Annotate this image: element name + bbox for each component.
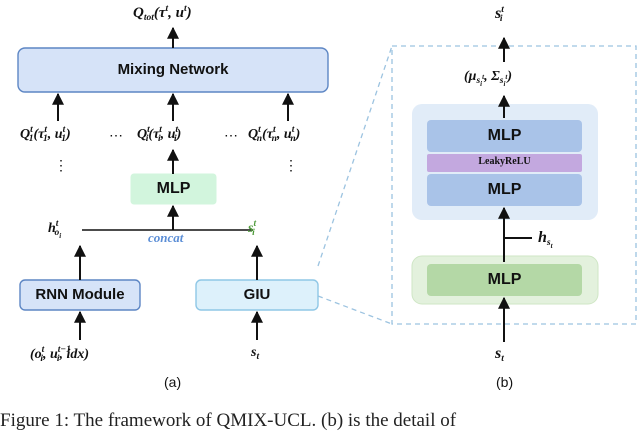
mlp-middle-label: MLP <box>487 181 522 198</box>
concat-label: concat <box>148 230 184 245</box>
mu-sigma-label: (μsit, Σsit) <box>464 69 513 88</box>
q1-label: Qt1(τt1, ut1) <box>20 125 71 144</box>
h-oi-label: htoi <box>48 219 62 240</box>
mlp-middle-box <box>427 174 582 206</box>
mlp-label-a: MLP <box>156 180 191 197</box>
detail-dashed-frame <box>391 45 637 325</box>
q-tot-label: Qtot(τt, ut) <box>133 4 192 23</box>
mlp-upper-label: MLP <box>487 127 522 144</box>
vdots-right: ⋮ <box>284 159 298 174</box>
figure-caption: Figure 1: The framework of QMIX-UCL. (b)… <box>0 410 457 431</box>
qn-label: Qtn(τtn, utn) <box>248 125 301 144</box>
giu-label: GIU <box>243 286 271 303</box>
mlp-upper-box <box>427 120 582 152</box>
zoom-line-top <box>317 45 393 267</box>
hdots-right: ⋯ <box>224 129 238 144</box>
obs-input-label: (oti, ut−1i, idx) <box>30 345 90 364</box>
zoom-line-bottom <box>317 295 393 325</box>
st-input-label-a: st <box>251 345 260 362</box>
s-i-label-a: sti <box>248 219 257 238</box>
leaky-relu-label: LeakyReLU <box>478 156 531 167</box>
hdots-left: ⋯ <box>109 129 123 144</box>
st-input-label-b: st <box>495 345 504 364</box>
h-st-label: hst <box>538 229 553 250</box>
panel-a-caption: (a) <box>164 374 182 390</box>
vdots-left: ⋮ <box>54 159 68 174</box>
mlp-lower-box <box>427 264 582 296</box>
qi-label: Qti(τti, uti) <box>137 125 182 144</box>
s-i-label-b: sti <box>495 5 504 24</box>
leaky-relu-box <box>427 154 582 172</box>
mlp-lower-label: MLP <box>487 271 522 288</box>
rnn-module-label: RNN Module <box>35 286 125 303</box>
panel-b-caption: (b) <box>496 374 514 390</box>
mixing-network-label: Mixing Network <box>117 61 229 78</box>
